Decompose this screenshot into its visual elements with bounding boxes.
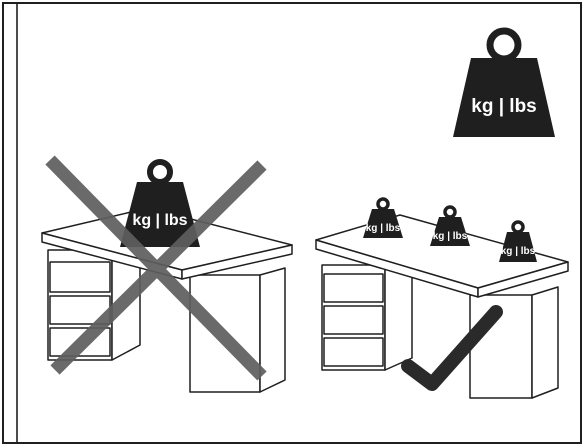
weight-heavy-label: kg | lbs [132, 212, 187, 229]
checkmark-icon [401, 305, 503, 391]
weight-icon-small-2: kg | lbs [430, 205, 470, 246]
weight-small-2-label: kg | lbs [433, 231, 468, 242]
weight-icon-small-3: kg | lbs [499, 220, 537, 262]
weight-small-3-label: kg | lbs [501, 246, 536, 257]
weight-icon-small-1: kg | lbs [363, 197, 403, 238]
weight-icon-heavy: kg | lbs [120, 159, 200, 247]
panel-border [2, 2, 582, 444]
weight-legend-label: kg | lbs [471, 96, 537, 117]
cross-icon [45, 155, 267, 381]
weight-small-1-label: kg | lbs [366, 223, 401, 234]
weight-legend-icon: kg | lbs [453, 27, 555, 137]
